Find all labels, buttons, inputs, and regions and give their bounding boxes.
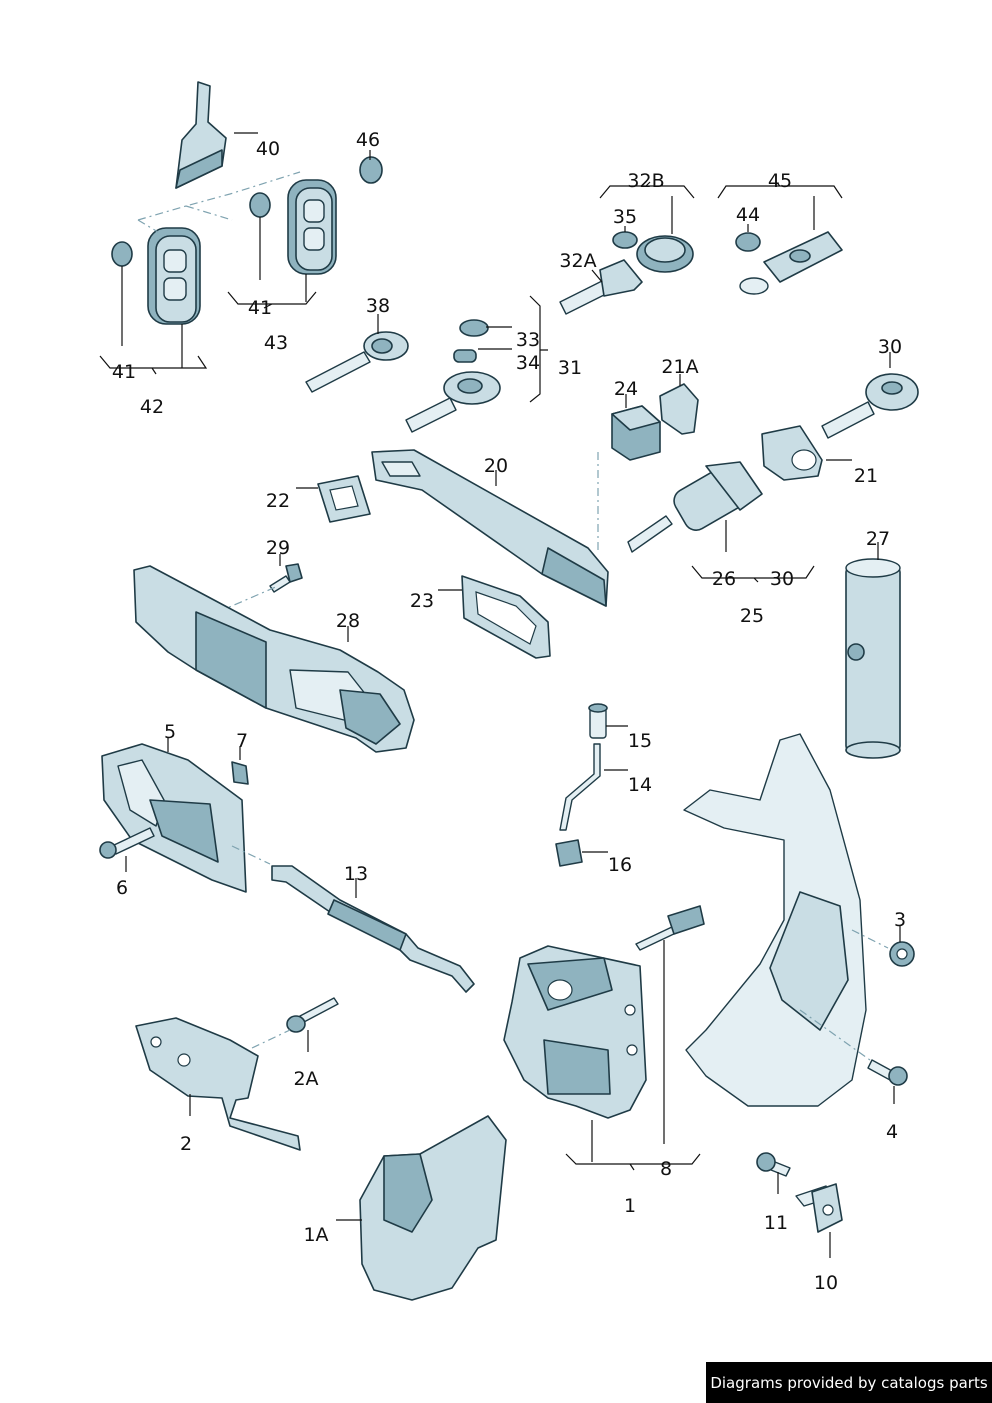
door-frame-section <box>683 733 867 1107</box>
label-27: 27 <box>866 528 890 550</box>
grease-can-part-27 <box>845 558 901 759</box>
battery-part-41-lower <box>111 241 133 267</box>
label-28: 28 <box>336 610 360 632</box>
label-6: 6 <box>116 877 128 899</box>
screw-part-6 <box>99 827 155 859</box>
screw-part-29 <box>269 563 303 593</box>
cap-part-33 <box>459 319 489 337</box>
battery-cover-part-46 <box>359 156 383 184</box>
label-32A: 32A <box>559 250 596 272</box>
cable-part-13 <box>231 845 475 993</box>
cap-part-21A <box>659 383 699 435</box>
cap-part-35 <box>612 231 638 249</box>
key-part-31 <box>405 371 501 433</box>
label-2: 2 <box>180 1133 192 1155</box>
bolt-part-15 <box>588 703 608 739</box>
lock-unit-part-1 <box>503 945 647 1119</box>
label-35: 35 <box>613 206 637 228</box>
label-4: 4 <box>886 1121 898 1143</box>
label-1: 1 <box>624 1195 636 1217</box>
label-14: 14 <box>628 774 652 796</box>
clip-part-7 <box>231 761 249 785</box>
handle-carrier-part-28 <box>133 565 415 753</box>
grommet-part-16 <box>555 839 583 867</box>
label-33: 33 <box>516 329 540 351</box>
key-housing-part-43 <box>287 179 337 275</box>
label-10: 10 <box>814 1272 838 1294</box>
bracket-part-2 <box>135 1017 301 1151</box>
label-30-cylinder: 30 <box>770 568 794 590</box>
label-21: 21 <box>854 465 878 487</box>
key-part-30 <box>821 373 919 439</box>
remote-key-part-45 <box>739 231 843 295</box>
label-2A: 2A <box>293 1068 318 1090</box>
gasket-part-23 <box>461 575 551 659</box>
nut-part-3 <box>889 941 915 967</box>
label-43: 43 <box>264 332 288 354</box>
cap-part-24 <box>611 405 661 461</box>
callout-labels: 40 46 41 43 41 42 38 33 34 31 32B 35 32A… <box>112 129 906 1294</box>
label-8: 8 <box>660 1158 672 1180</box>
label-40: 40 <box>256 138 280 160</box>
handle-part-20 <box>371 449 609 607</box>
label-42: 42 <box>140 396 164 418</box>
lock-cylinder-part-26 <box>627 461 763 553</box>
striker-part-10 <box>795 1183 843 1233</box>
label-7: 7 <box>236 730 248 752</box>
label-21A: 21A <box>661 356 698 378</box>
label-22: 22 <box>266 490 290 512</box>
label-15: 15 <box>628 730 652 752</box>
label-1A: 1A <box>303 1224 328 1246</box>
key-blade-part-40 <box>175 81 227 189</box>
battery-part-44 <box>735 232 761 252</box>
label-30-key: 30 <box>878 336 902 358</box>
label-31: 31 <box>558 357 582 379</box>
label-25: 25 <box>740 605 764 627</box>
key-housing-part-42 <box>147 227 201 325</box>
credit-text: Diagrams provided by catalogs parts <box>710 1373 988 1392</box>
bracket-part-21 <box>761 425 823 481</box>
label-23: 23 <box>410 590 434 612</box>
key-blade-part-32A <box>559 259 643 315</box>
bolt-part-11 <box>756 1152 791 1177</box>
bolt-part-4 <box>867 1059 908 1086</box>
credit-banner: Diagrams provided by catalogs parts <box>706 1362 992 1403</box>
inner-handle-part-5 <box>101 743 247 893</box>
pin-part-2A <box>286 997 339 1033</box>
label-20: 20 <box>484 455 508 477</box>
label-29: 29 <box>266 537 290 559</box>
label-41-upper: 41 <box>248 297 272 319</box>
label-34: 34 <box>516 352 540 374</box>
bulb-part-34 <box>453 349 477 363</box>
label-46: 46 <box>356 129 380 151</box>
label-26: 26 <box>712 568 736 590</box>
label-13: 13 <box>344 863 368 885</box>
rod-part-14 <box>559 743 601 831</box>
key-head-part-32B <box>636 235 694 273</box>
label-16: 16 <box>608 854 632 876</box>
gasket-part-22 <box>317 475 371 523</box>
label-3: 3 <box>894 909 906 931</box>
label-41-lower: 41 <box>112 361 136 383</box>
lock-housing-part-1A <box>359 1115 507 1301</box>
label-5: 5 <box>164 721 176 743</box>
label-45: 45 <box>768 170 792 192</box>
leader-lines <box>99 132 901 1258</box>
label-11: 11 <box>764 1212 788 1234</box>
label-38: 38 <box>366 295 390 317</box>
switch-part-8 <box>635 905 705 951</box>
label-32B: 32B <box>627 170 664 192</box>
battery-part-41-upper <box>249 192 271 218</box>
key-part-38 <box>305 331 409 393</box>
label-44: 44 <box>736 204 760 226</box>
label-24: 24 <box>614 378 638 400</box>
